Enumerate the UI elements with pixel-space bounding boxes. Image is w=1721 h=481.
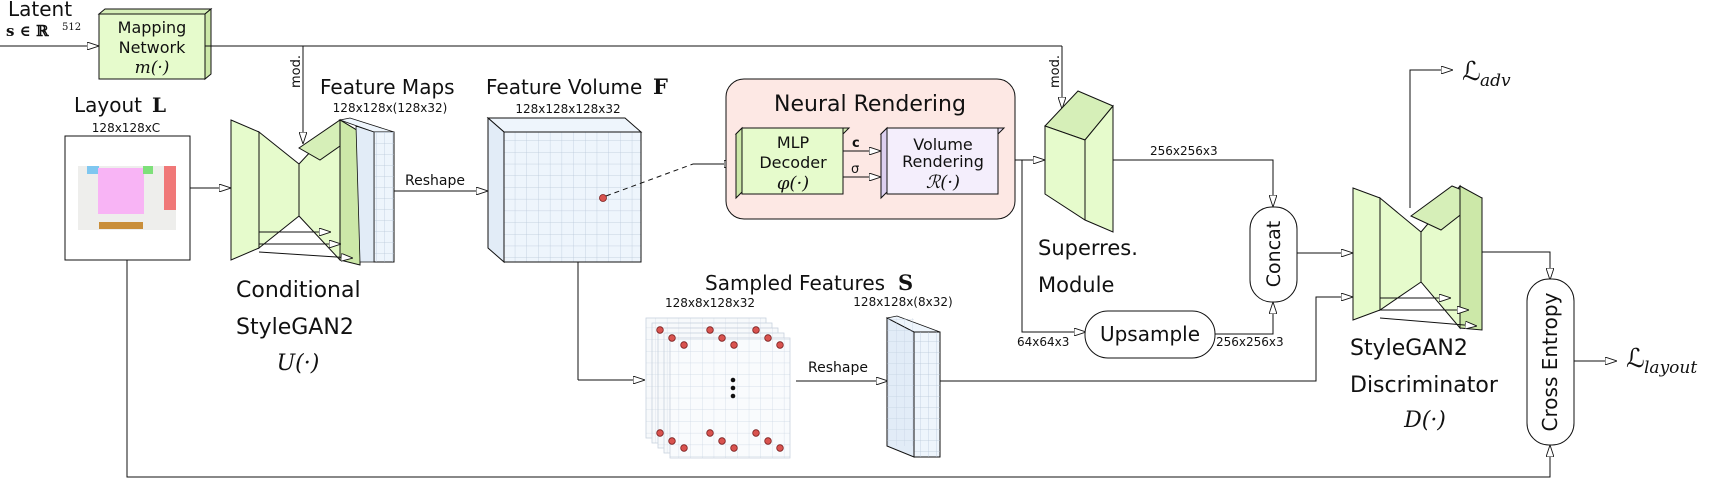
svg-text:ℛ(·): ℛ(·)	[926, 172, 960, 193]
svg-text:Sampled Features: Sampled Features	[705, 271, 885, 295]
svg-text:512: 512	[62, 22, 81, 33]
svg-text:D(·): D(·)	[1403, 408, 1446, 433]
mod-label-left: mod.	[289, 55, 304, 88]
svg-text:Network: Network	[119, 38, 187, 57]
superres-label: Superres. Module	[1038, 236, 1138, 297]
reshape-bottom-label: Reshape	[808, 360, 868, 376]
sampled-features-stack	[645, 317, 791, 459]
superres-module-block	[1044, 90, 1114, 233]
svg-text:Feature Volume: Feature Volume	[486, 75, 642, 99]
svg-text:Mapping: Mapping	[118, 18, 187, 37]
discriminator-block	[1352, 184, 1483, 331]
loss-layout-label: ℒ layout	[1626, 344, 1697, 378]
svg-text:Conditional: Conditional	[236, 278, 361, 303]
svg-text:Discriminator: Discriminator	[1350, 373, 1499, 398]
feature-volume-cube	[486, 116, 643, 264]
discriminator-label: StyleGAN2 Discriminator D(·)	[1350, 336, 1499, 433]
feature-maps-dim: 128x128x(128x32)	[333, 101, 448, 115]
feature-maps-label: Feature Maps	[320, 75, 455, 99]
c-label: c	[852, 136, 860, 151]
svg-text:ℒ: ℒ	[1462, 57, 1481, 87]
svg-text:adv: adv	[1480, 71, 1511, 91]
layout-dim: 128x128xC	[92, 121, 160, 135]
svg-text:L: L	[152, 93, 166, 117]
loss-adv-label: ℒ adv	[1462, 57, 1511, 91]
svg-text:StyleGAN2: StyleGAN2	[1350, 336, 1468, 361]
svg-text:Rendering: Rendering	[902, 152, 984, 171]
svg-text:U(·): U(·)	[277, 351, 320, 376]
sigma-label: σ	[851, 162, 859, 177]
sampled-features-dim: 128x8x128x32	[665, 296, 755, 310]
reshape-top-label: Reshape	[405, 173, 465, 189]
svg-text:Decoder: Decoder	[759, 153, 827, 172]
svg-text:m(·): m(·)	[135, 58, 170, 78]
conditional-stylegan-block	[230, 118, 361, 266]
svg-text:φ(·): φ(·)	[777, 173, 809, 194]
svg-text:StyleGAN2: StyleGAN2	[236, 315, 354, 340]
dim-256-bottom-label: 256x256x3	[1216, 335, 1284, 349]
feature-maps-block	[338, 117, 395, 263]
svg-text:Neural Rendering: Neural Rendering	[774, 92, 966, 117]
svg-text:Concat: Concat	[1263, 221, 1285, 287]
svg-text:Layout: Layout	[74, 93, 142, 117]
svg-text:s ∈ ℝ: s ∈ ℝ	[6, 22, 50, 40]
svg-text:ℒ: ℒ	[1626, 344, 1645, 374]
layout-title: Layout L	[74, 93, 166, 117]
mlp-decoder-block: MLP Decoder φ(·)	[734, 126, 851, 200]
feature-volume-dim: 128x128x128x32	[515, 102, 620, 116]
mod-label-right: mod.	[1048, 55, 1063, 88]
upsample-block: Upsample	[1084, 310, 1216, 359]
svg-text:Superres.: Superres.	[1038, 236, 1138, 260]
s-feature-map-block	[885, 315, 941, 458]
svg-text:Volume: Volume	[913, 135, 973, 154]
svg-text:Cross Entropy: Cross Entropy	[1538, 292, 1562, 431]
svg-text:S: S	[898, 270, 913, 295]
volume-rendering-block: Volume Rendering ℛ(·)	[879, 126, 1006, 200]
latent-math: s ∈ ℝ 512	[6, 22, 81, 40]
dim-64-label: 64x64x3	[1017, 335, 1069, 349]
svg-text:MLP: MLP	[777, 133, 810, 152]
cross-entropy-block: Cross Entropy	[1526, 278, 1575, 446]
svg-text:Module: Module	[1038, 273, 1114, 297]
sample-point	[599, 194, 607, 202]
latent-label: Latent	[8, 0, 72, 21]
layout-image	[64, 135, 191, 261]
mapping-network-block: Mapping Network m(·)	[97, 7, 213, 81]
sampled-features-title: Sampled Features S	[705, 270, 913, 295]
svg-text:Upsample: Upsample	[1100, 322, 1200, 346]
dim-256-top-label: 256x256x3	[1150, 144, 1218, 158]
feature-volume-title: Feature Volume F	[486, 74, 668, 99]
svg-text:F: F	[653, 74, 668, 99]
concat-block: Concat	[1249, 206, 1298, 303]
svg-text:layout: layout	[1644, 358, 1697, 378]
conditional-stylegan-label: Conditional StyleGAN2 U(·)	[236, 278, 361, 376]
s-dim: 128x128x(8x32)	[853, 295, 952, 309]
